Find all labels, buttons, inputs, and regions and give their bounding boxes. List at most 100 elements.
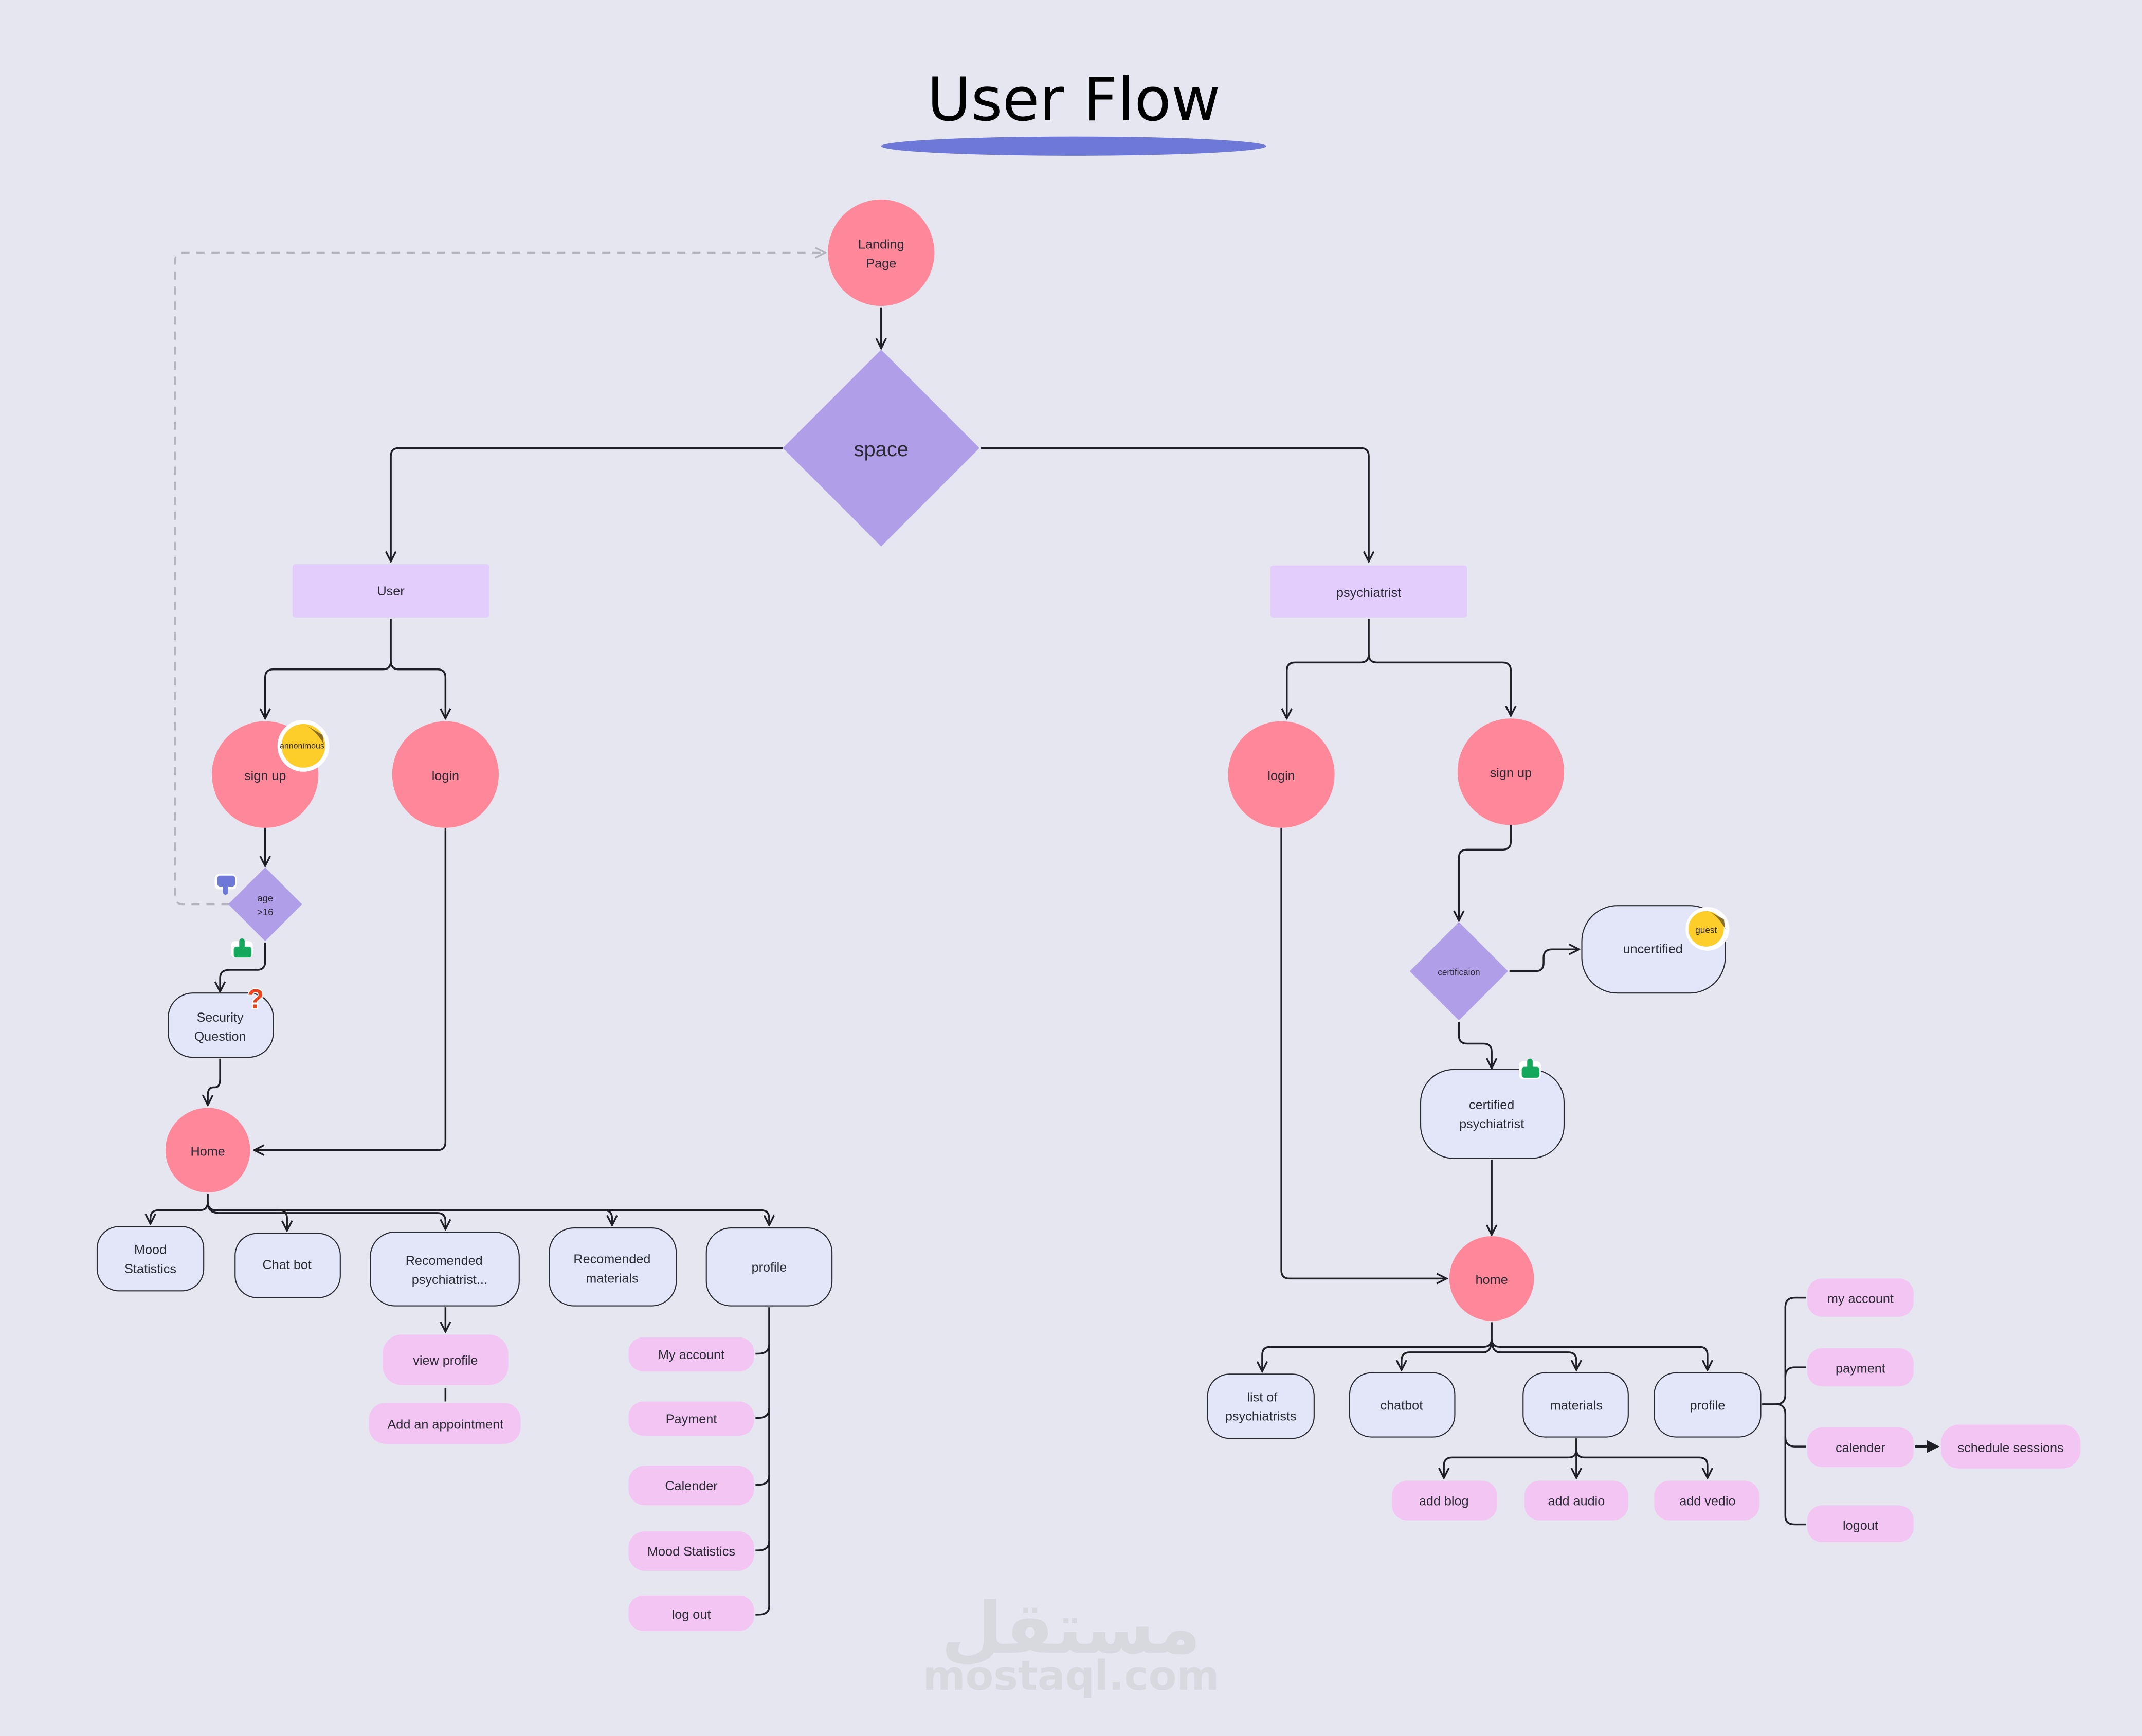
space-label: space [854,438,909,461]
user-profile-item[interactable]: Payment [628,1401,754,1436]
materials-to-vedio-connector [1575,1449,1708,1478]
user-login-node[interactable]: login [392,721,499,828]
node-label: list of [1247,1390,1278,1404]
profile-branch [755,1475,770,1486]
node-label: psychiatrist [1459,1117,1524,1131]
node-label: Statistics [124,1262,176,1276]
add-audio-node[interactable]: add audio [1524,1480,1628,1521]
node-label: psychiatrist... [412,1273,487,1287]
user-profile-item[interactable]: Mood Statistics [628,1531,754,1571]
node-label: psychiatrists [1225,1409,1297,1424]
certified-psychiatrist-node[interactable]: certified psychiatrist [1420,1069,1565,1159]
landing-page-node[interactable]: Landing Page [828,199,935,306]
materials-to-blog-connector [1444,1438,1577,1478]
login-label: login [1267,769,1295,783]
schedule-sessions-node[interactable]: schedule sessions [1941,1424,2081,1469]
mood-statistics-node[interactable]: Mood Statistics [96,1226,205,1292]
add-blog-node[interactable]: add blog [1392,1480,1497,1521]
node-label: Payment [666,1412,717,1426]
user-profile-item[interactable]: log out [628,1595,754,1631]
psych-to-login-connector [1287,619,1370,718]
list-of-psychiatrists-node[interactable]: list of psychiatrists [1207,1373,1315,1439]
user-role-label: User [377,584,404,599]
age-label: age [257,893,273,903]
profile-to-account-connector [1762,1296,1806,1405]
node-label: uncertified [1623,942,1682,956]
node-label: calender [1836,1441,1885,1455]
psych-home-node[interactable]: home [1449,1236,1534,1321]
age-decision[interactable]: age >16 [228,867,302,942]
age-label: >16 [257,907,274,917]
profile-branch [755,1541,770,1551]
chat-bot-node[interactable]: Chat bot [234,1233,341,1298]
node-label: Chat bot [263,1258,312,1272]
psych-profile-item[interactable]: logout [1807,1505,1914,1543]
psych-profile-node[interactable]: profile [1654,1372,1762,1438]
psych-signup-node[interactable]: sign up [1457,718,1564,825]
node-label: My account [658,1348,724,1362]
home-label: Home [191,1144,225,1159]
connectors [151,252,1940,1616]
anonymous-sticker: annonimous [277,719,330,772]
security-label: Question [194,1029,246,1044]
profile-to-logout-connector [1775,1403,1806,1526]
node-label: profile [752,1260,787,1275]
profile-branch [755,1408,770,1419]
login-label: login [432,769,459,783]
node-label: logout [1843,1518,1878,1533]
watermark-latin: mostaql.com [923,1652,1220,1699]
user-home-node[interactable]: Home [165,1108,250,1193]
psych-profile-item[interactable]: calender [1807,1427,1914,1467]
thumbs-up-icon [231,938,253,958]
user-profile-node[interactable]: profile [705,1227,833,1307]
home-to-recpsych-connector [207,1202,445,1229]
security-to-home-connector [208,1058,221,1105]
cert-to-uncertified-connector [1509,949,1579,972]
page-title: User Flow [927,65,1220,135]
add-appointment-node[interactable]: Add an appointment [369,1403,521,1444]
retry-connector [174,252,825,906]
node-label: add vedio [1679,1494,1735,1508]
signup-label: sign up [1490,766,1532,781]
recommended-psychiatrist-node[interactable]: Recomended psychiatrist... [370,1232,520,1307]
home-to-materials-connector [1491,1339,1576,1370]
add-video-node[interactable]: add vedio [1654,1480,1759,1521]
security-question-node[interactable]: Security Question [168,992,274,1058]
signup-label: sign up [244,769,286,783]
space-decision[interactable]: space [783,350,980,547]
certification-decision[interactable]: certificaion [1409,922,1509,1021]
landing-label: Landing [858,237,904,251]
home-to-list-connector [1262,1322,1493,1371]
node-label: Calender [665,1479,717,1493]
psych-chatbot-node[interactable]: chatbot [1349,1372,1456,1438]
user-role-box[interactable]: User [292,564,489,618]
profile-to-payment-connector [1784,1366,1806,1377]
profile-to-calender-connector [1784,1437,1806,1448]
thumbs-down-icon [214,874,237,895]
node-label: Recomended [573,1252,650,1267]
psych-profile-item[interactable]: my account [1807,1278,1914,1317]
node-label: certified [1469,1098,1514,1112]
home-to-chatbot-connector [1402,1339,1493,1370]
psych-profile-item[interactable]: payment [1807,1348,1914,1387]
login-to-home-connector [1280,827,1446,1279]
watermark-arabic: مستقل [941,1587,1201,1670]
psych-materials-node[interactable]: materials [1522,1372,1629,1438]
psychiatrist-role-box[interactable]: psychiatrist [1270,565,1467,618]
question-mark-icon: ? [247,984,264,1014]
home-to-chatbot-connector [207,1202,287,1231]
psych-to-signup-connector [1368,654,1511,716]
home-to-mood-connector [151,1194,209,1224]
node-label: Recomended [406,1254,483,1268]
user-profile-item[interactable]: My account [628,1337,754,1372]
guest-sticker: guest [1685,907,1730,951]
landing-label: Page [866,257,896,271]
node-label: my account [1827,1292,1894,1306]
psych-login-node[interactable]: login [1228,721,1335,828]
recommended-materials-node[interactable]: Recomended materials [549,1227,677,1307]
user-profile-item[interactable]: Calender [628,1466,754,1506]
view-profile-node[interactable]: view profile [383,1334,509,1385]
profile-list-spine [755,1307,770,1616]
node-label: materials [586,1271,638,1286]
home-label: home [1476,1273,1508,1287]
